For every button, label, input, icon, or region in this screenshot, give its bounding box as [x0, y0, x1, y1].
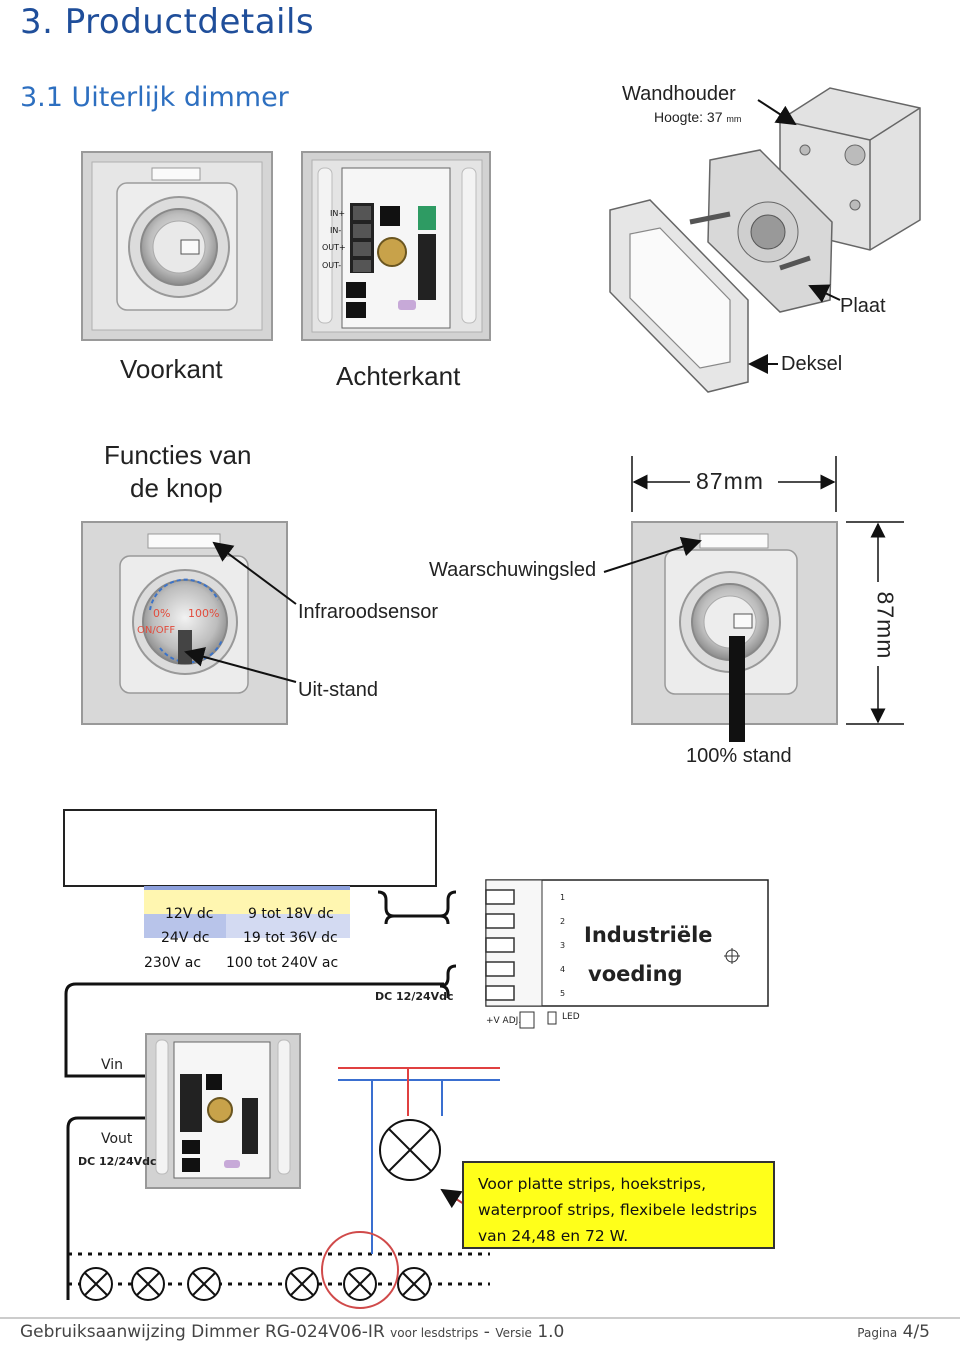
ir-sensor-label: Infraroodsensor: [298, 601, 439, 623]
footer-dash: -: [483, 1322, 490, 1342]
vadj-label: +V ADJ.: [486, 1016, 522, 1026]
footer-page-indicator: Pagina 4/5: [857, 1322, 930, 1342]
exploded-view: [609, 87, 921, 393]
dial-label-0: 0%: [153, 607, 170, 620]
back-view: IN+ IN- OUT+ OUT-: [301, 151, 491, 341]
height-dimension-label: 87mm: [872, 591, 899, 660]
back-view-label: Achterkant: [336, 361, 461, 391]
front-view: [81, 151, 273, 341]
vin-label: Vin: [101, 1057, 124, 1073]
subsection-title: Uiterlijk dimmer: [71, 82, 289, 113]
wall-holder-label: Wandhouder: [622, 83, 736, 105]
dc-supply-label: DC 12/24Vdc: [375, 990, 454, 1003]
table-cell-nominal: 12V dc: [165, 906, 214, 922]
table-cell-range: 19 tot 36V dc: [243, 930, 338, 946]
note-line: Voor platte strips, hoekstrips,: [478, 1175, 707, 1193]
height-unit: mm: [726, 114, 742, 124]
footer-page-label: Pagina: [857, 1326, 898, 1340]
cover-label: Deksel: [781, 353, 843, 375]
footer-version-label: Versie: [495, 1326, 532, 1340]
footer-manual-sub: voor lesdstrips: [390, 1326, 479, 1340]
led-strip-note: Voor platte strips, hoekstrips, waterpro…: [462, 1161, 775, 1249]
warning-led-label: Waarschuwingsled: [429, 559, 597, 581]
led-indicator-label: LED: [562, 1012, 580, 1022]
section-number: 3.: [20, 2, 54, 42]
height-label: Hoogte: 37 mm: [654, 109, 741, 125]
full-position-label: 100% stand: [686, 745, 792, 767]
psu-label-line2: voeding: [588, 962, 683, 986]
section-title: Productdetails: [64, 2, 315, 42]
psu-label-line1: Industriële: [584, 923, 713, 947]
height-value: Hoogte: 37: [654, 109, 723, 125]
plate-label: Plaat: [840, 295, 886, 317]
terminal-number: 4: [560, 965, 566, 974]
knob-title-line1: Functies van: [104, 440, 252, 470]
footer-manual-name: Gebruiksaanwijzing Dimmer RG-024V06-IR: [20, 1322, 385, 1342]
footer-page-number: 4/5: [902, 1322, 930, 1342]
front-view-label: Voorkant: [120, 354, 223, 384]
dial-label-100: 100%: [188, 607, 219, 620]
table-cell-nominal: 230V ac: [144, 955, 202, 971]
footer-version-number: 1.0: [537, 1322, 565, 1342]
knob-title-line2: de knop: [130, 473, 223, 503]
note-line: van 24,48 en 72 W.: [478, 1227, 629, 1245]
note-line: waterproof strips, flexibele ledstrips: [478, 1201, 758, 1219]
section-heading: 3. Productdetails: [20, 2, 314, 42]
table-cell-nominal: 24V dc: [161, 930, 210, 946]
width-dimension-label: 87mm: [696, 468, 764, 494]
pcb-label-in-minus: IN-: [330, 226, 341, 235]
pcb-label-out-minus: OUT-: [322, 261, 341, 270]
pcb-label-in-plus: IN+: [330, 209, 345, 218]
off-position-label: Uit-stand: [298, 679, 379, 701]
table-cell-range: 100 tot 240V ac: [226, 955, 339, 971]
terminal-number: 3: [560, 941, 566, 950]
wiring-diagram: [63, 809, 769, 1309]
knob-functions-view: 0% 100% ON/OFF: [81, 521, 297, 725]
pcb-label-out-plus: OUT+: [322, 243, 346, 252]
subsection-heading: 3.1 Uiterlijk dimmer: [20, 82, 289, 113]
vout-label: Vout: [101, 1131, 133, 1147]
dc-output-label: DC 12/24Vdc: [78, 1155, 157, 1168]
dial-label-onoff: ON/OFF: [137, 625, 175, 636]
footer-manual-title: Gebruiksaanwijzing Dimmer RG-024V06-IR v…: [20, 1322, 564, 1342]
full-position-view: [603, 456, 904, 742]
terminal-number: 2: [560, 917, 566, 926]
table-cell-range: 9 tot 18V dc: [248, 906, 334, 922]
terminal-number: 5: [560, 989, 566, 998]
terminal-number: 1: [560, 893, 566, 902]
subsection-number: 3.1: [20, 82, 63, 113]
